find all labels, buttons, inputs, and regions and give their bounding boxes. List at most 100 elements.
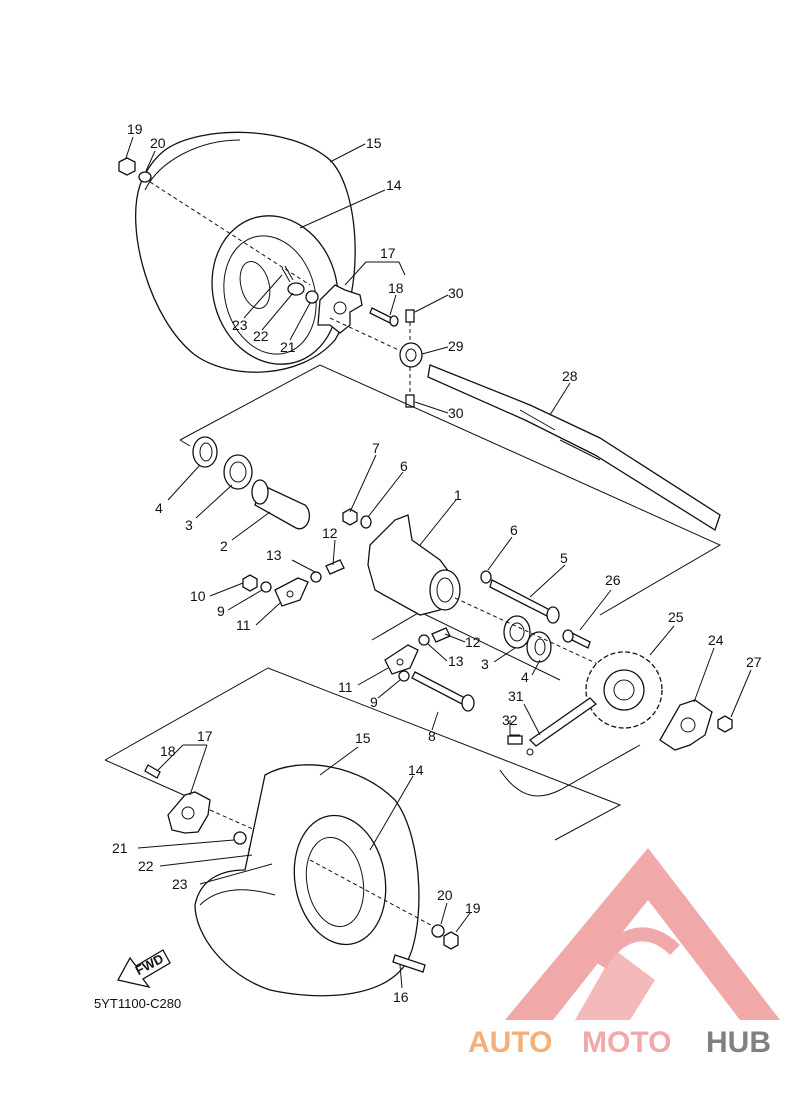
nut-13-lower	[418, 634, 430, 646]
part-number-18: 18	[388, 280, 404, 296]
part-number-12: 12	[465, 634, 481, 650]
part-number-21: 21	[280, 339, 296, 355]
part-number-14: 14	[386, 177, 402, 193]
automotohub-watermark-logo: AUTO MOTO HUB	[468, 848, 780, 1059]
watermark-hub: HUB	[706, 1026, 771, 1059]
part-number-30: 30	[448, 285, 464, 301]
part-number-19: 19	[127, 121, 143, 137]
part-number-17: 17	[380, 245, 396, 261]
upper-washer-20	[138, 171, 152, 183]
part-number-2: 2	[220, 538, 228, 554]
part-number-1: 1	[454, 487, 462, 503]
part-number-13: 13	[448, 653, 464, 669]
part-number-4: 4	[521, 669, 529, 685]
part-labels: 19 20 15 14 17 18 30 29 30 23 22 21 28 4…	[112, 121, 762, 1005]
drive-chain-31	[528, 697, 598, 747]
watermark-moto: MOTO	[582, 1026, 671, 1059]
bolt-12-upper	[325, 559, 345, 575]
adjuster-plate-11-upper	[274, 577, 309, 607]
watermark-auto: AUTO	[468, 1026, 552, 1059]
leader-lines	[125, 136, 752, 989]
part-number-11: 11	[338, 679, 353, 695]
part-number-25: 25	[668, 609, 684, 625]
part-number-21: 21	[112, 840, 128, 856]
part-number-20: 20	[150, 135, 166, 151]
upper-cotter-pin-23	[281, 265, 294, 283]
upper-nut-19	[118, 157, 136, 176]
collar-2	[254, 484, 311, 530]
bolt-5	[489, 579, 551, 617]
part-number-14: 14	[408, 762, 424, 778]
sprocket-chain-assembly	[499, 629, 733, 797]
part-number-13: 13	[266, 547, 282, 563]
bearing-3-right	[503, 615, 531, 649]
lower-hub-17	[167, 791, 211, 834]
part-number-30: 30	[448, 405, 464, 421]
part-number-22: 22	[138, 858, 154, 874]
part-number-9: 9	[370, 694, 378, 710]
part-number-3: 3	[185, 517, 193, 533]
part-number-23: 23	[232, 317, 248, 333]
part-number-24: 24	[708, 632, 724, 648]
chain-joint-32	[507, 735, 523, 745]
part-number-31: 31	[508, 688, 524, 704]
forward-arrow-icon: FWD	[117, 949, 171, 989]
bolt-8	[411, 671, 466, 705]
part-number-28: 28	[562, 368, 578, 384]
part-number-11: 11	[236, 617, 251, 633]
nut-13-upper	[310, 571, 322, 583]
lower-washer-20	[431, 924, 445, 938]
part-number-10: 10	[190, 588, 206, 604]
part-number-15: 15	[355, 730, 371, 746]
nut-7	[342, 508, 358, 526]
part-number-22: 22	[253, 328, 269, 344]
wheel-stud-16	[392, 954, 426, 973]
diagram-code: 5YT1100-C280	[94, 996, 181, 1011]
set-screw-30-bottom	[405, 394, 415, 408]
upper-nut-22	[287, 282, 305, 296]
part-number-18: 18	[160, 743, 176, 759]
upper-bolt-18	[369, 307, 393, 324]
part-number-29: 29	[448, 338, 464, 354]
washer-6-right	[480, 570, 492, 584]
lower-washer-21	[233, 831, 247, 845]
part-number-9: 9	[217, 603, 225, 619]
upper-rim	[211, 215, 339, 365]
sprocket-hub-24	[659, 699, 713, 751]
rear-axle-28	[427, 364, 721, 531]
lower-wheel-assembly	[144, 764, 459, 997]
part-number-32: 32	[502, 712, 518, 728]
oil-seal-4-left	[192, 436, 218, 468]
swingarm-assembly	[192, 436, 601, 712]
washer-9-lower	[398, 670, 410, 682]
nut-27	[717, 715, 733, 733]
part-number-26: 26	[605, 572, 621, 588]
part-number-19: 19	[465, 900, 481, 916]
upper-washer-21	[305, 290, 319, 304]
part-number-17: 17	[197, 728, 213, 744]
axle-nut-29	[399, 342, 423, 368]
part-number-8: 8	[428, 728, 436, 744]
part-number-4: 4	[155, 500, 163, 516]
part-number-27: 27	[746, 654, 762, 670]
part-number-12: 12	[322, 525, 338, 541]
part-number-15: 15	[366, 135, 382, 151]
part-number-6: 6	[400, 458, 408, 474]
nut-10	[242, 574, 258, 592]
upper-wheel-assembly	[118, 131, 721, 531]
part-number-20: 20	[437, 887, 453, 903]
upper-hub-17	[317, 284, 363, 334]
lower-nut-19	[443, 931, 459, 950]
part-number-5: 5	[560, 550, 568, 566]
lower-bolt-18	[144, 764, 161, 779]
part-number-23: 23	[172, 876, 188, 892]
part-number-16: 16	[393, 989, 409, 1005]
washer-9-upper	[260, 581, 272, 593]
part-number-3: 3	[481, 656, 489, 672]
set-screw-30-top	[405, 309, 415, 323]
washer-6-left	[360, 515, 372, 529]
bearing-3-left	[223, 454, 253, 490]
part-number-7: 7	[372, 440, 380, 456]
part-number-6: 6	[510, 522, 518, 538]
